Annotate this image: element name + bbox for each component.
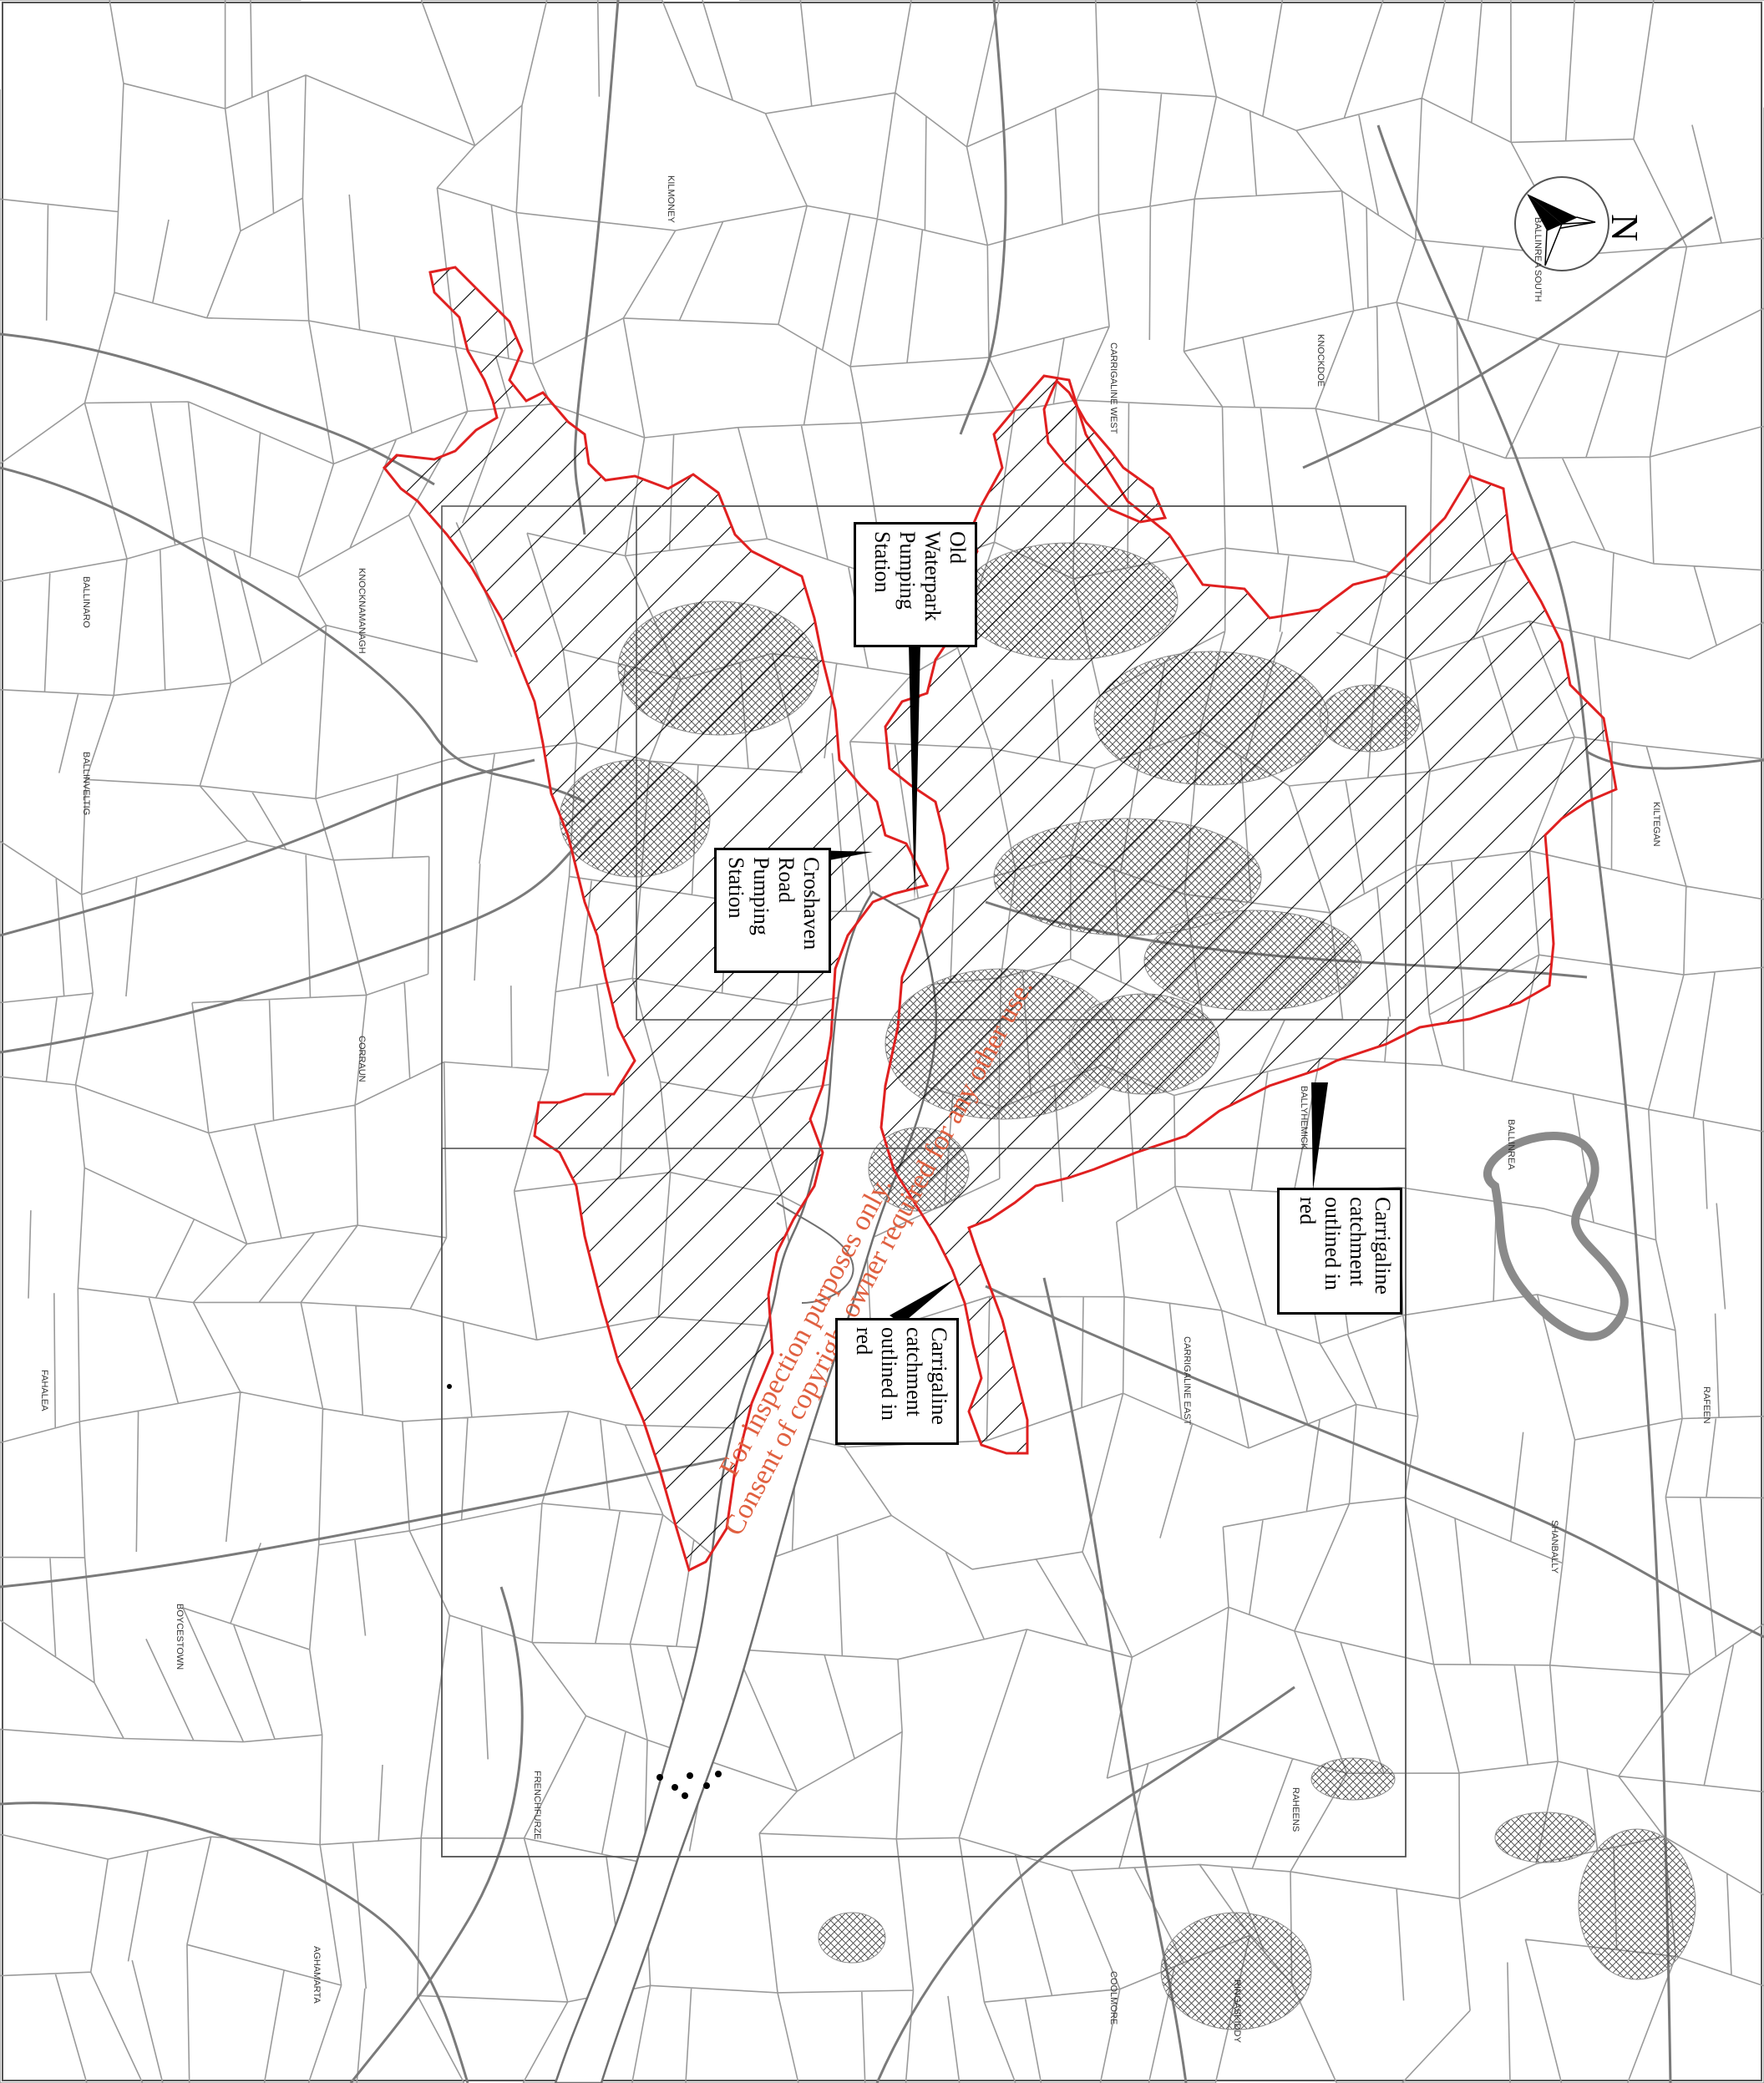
label-knockdoe: KNOCKDOE (1315, 334, 1326, 387)
label-rafeen: RAFEEN (1701, 1386, 1711, 1424)
carrigaline-catchment-center-label: Carrigaline catchment outlined in red (835, 1318, 959, 1445)
catchment-right-pointer (1311, 1082, 1328, 1190)
label-kilmoney: KILMONEY (666, 175, 676, 224)
label-ballinrea: BALLINREA (1506, 1119, 1516, 1170)
catchment-west-lobe (382, 266, 930, 1573)
label-ballinaroo: BALLINARO (81, 576, 91, 628)
carrigaline-catchment (382, 266, 1618, 1573)
label-carrigaline-west: CARRIGALINE WEST (1108, 342, 1118, 434)
catchment-north-lobe (1042, 378, 1168, 524)
north-arrow-dark-icon (1527, 194, 1562, 231)
label-fahalea: FAHALEA (39, 1370, 49, 1411)
label-raheens: RAHEENS (1290, 1787, 1300, 1832)
label-ringaskiddy: RINGASKIDDY (1232, 1979, 1242, 2043)
label-knocknamanagh: KNOCKNAMANAGH (357, 568, 367, 654)
label-frenchfurze: FRENCHFURZE (532, 1771, 542, 1840)
inspection-frame-lower (441, 1148, 1407, 1857)
estuary (554, 890, 938, 2083)
label-kiltegan: KILTEGAN (1651, 802, 1661, 847)
lagoon (1483, 1131, 1629, 1341)
label-corraun: CORRAUN (357, 1036, 367, 1082)
label-aghamarta: AGHAMARTA (312, 1946, 322, 2004)
label-shanbally: SHANBALLY (1549, 1520, 1559, 1574)
north-arrow: N (1514, 176, 1646, 271)
croshaven-road-pumping-station-label: Croshaven Road Pumping Station (714, 848, 831, 973)
label-ballinveltig: BALLINVELTIG (81, 752, 91, 815)
catchment-center-pointer (890, 1278, 956, 1324)
estuary-inlet (776, 1202, 854, 1304)
label-boycestown: BOYCESTOWN (175, 1604, 185, 1670)
label-carrigaline-east: CARRIGALINE EAST (1182, 1336, 1192, 1426)
inspection-frame-upper (636, 505, 1407, 1021)
north-label: N (1604, 214, 1646, 241)
label-ballinrea-south: BALLINREA SOUTH (1533, 217, 1543, 302)
label-ballyhemick: BALLYHEMICK (1299, 1086, 1309, 1150)
carrigaline-catchment-right-label: Carrigaline catchment outlined in red (1277, 1188, 1402, 1315)
townland-labels: KILMONEY BALLINREA SOUTH KNOCKDOE CARRIG… (39, 175, 1711, 2043)
catchment-east-lobe (879, 374, 1618, 1455)
well-points (447, 1384, 722, 1799)
old-waterpark-pointer (909, 644, 920, 902)
label-coolmore: COOLMORE (1108, 1971, 1118, 2025)
old-waterpark-pumping-station-label: Old Waterpark Pumping Station (854, 522, 977, 647)
